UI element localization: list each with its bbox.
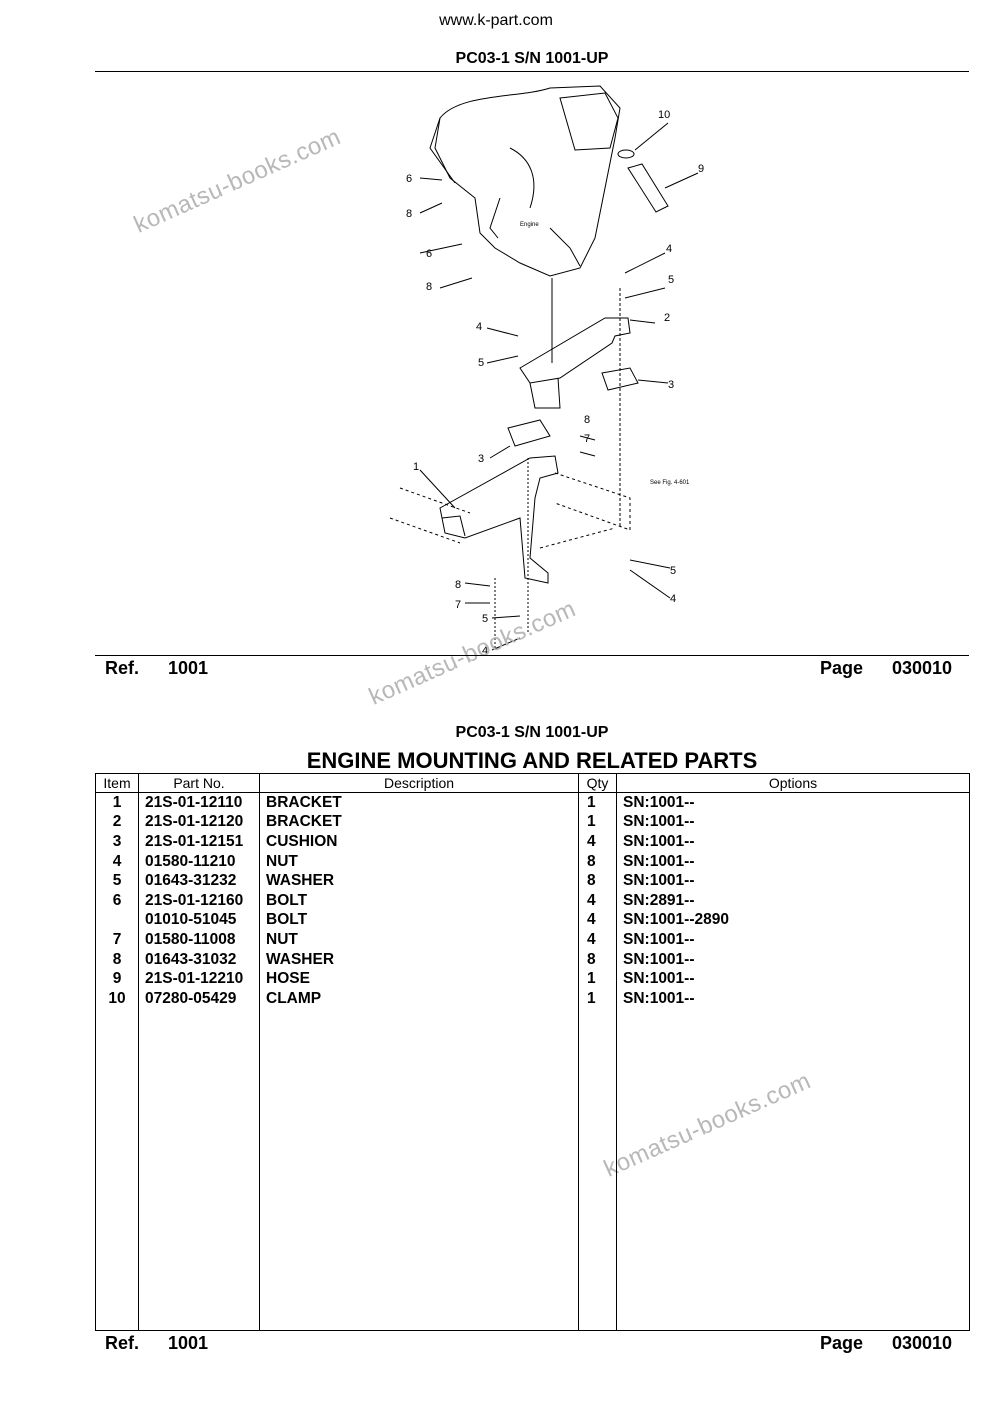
callout-5-lower: 5 [670,565,676,577]
col-options: Options [616,773,970,793]
clamp-10-shape [617,149,635,159]
model-heading: PC03-1 S/N 1001-UP [455,50,609,67]
see-figure-note: See Fig. 4-601 [650,480,690,486]
table-filler [95,1008,970,1331]
engine-outline [434,85,621,277]
col-qty: Qty [578,773,617,793]
table-header: Item Part No. Description Qty Options [95,773,970,793]
col-description: Description [259,773,579,793]
engine-mounting-diagram: 10 9 6 8 6 8 4 5 2 4 5 3 8 7 3 1 5 4 8 7… [389,85,704,656]
callout-8: 8 [406,208,412,220]
callout-4: 4 [666,243,672,255]
header-rule [95,71,969,72]
watermark: komatsu-books.com [130,123,345,239]
callout-4-lower: 4 [670,593,676,605]
bracket-2-shape [519,317,631,384]
callout-6: 6 [406,173,412,185]
callout-7-center: 7 [584,433,590,445]
ref-value-bottom: 1001 [168,1333,209,1353]
callout-3-center: 3 [478,453,484,465]
page-value: 030010 [892,658,953,678]
site-url: www.k-part.com [439,12,553,29]
callout-6-lower: 6 [426,248,432,260]
ref-label: Ref. [105,658,140,678]
page-label-bottom: Page [820,1333,864,1353]
callout-5-mid: 5 [478,357,484,369]
callout-10: 10 [658,109,670,121]
engine-label: Engine [520,222,539,228]
page-label: Page [820,658,864,678]
col-item: Item [95,773,139,793]
page-value-bottom: 030010 [892,1333,953,1353]
footer-rule [95,655,969,656]
callout-3: 3 [668,379,674,391]
callout-1: 1 [413,461,419,473]
cushion-3-right-shape [601,367,639,391]
callout-5: 5 [668,274,674,286]
bracket-1-shape [439,455,559,584]
hose-9-shape [627,163,669,213]
callout-4-mid: 4 [476,321,482,333]
callout-8-center: 8 [584,414,590,426]
callout-5-bottom: 5 [482,613,488,625]
cushion-3-center-shape [507,419,551,447]
callout-2: 2 [664,312,670,324]
callout-8-bottom: 8 [455,579,461,591]
ref-value: 1001 [168,658,209,678]
parts-title: ENGINE MOUNTING AND RELATED PARTS [306,748,758,773]
ref-label-bottom: Ref. [105,1333,140,1353]
col-part-no: Part No. [138,773,260,793]
callout-4-bottom: 4 [482,645,488,656]
callout-7-bottom: 7 [455,599,461,611]
parts-model-heading: PC03-1 S/N 1001-UP [455,724,609,741]
callout-8-lower: 8 [426,281,432,293]
callout-9: 9 [698,163,704,175]
